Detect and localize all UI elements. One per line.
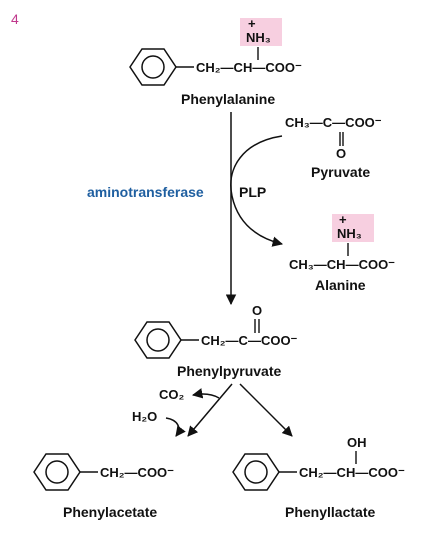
phenyllactate-ring-circle xyxy=(244,460,268,484)
phenylalanine-amino-charge: + xyxy=(248,16,256,31)
phenylacetate-structure: CH₂—COO⁻ Phenylacetate xyxy=(33,453,174,520)
figure-number: 4 xyxy=(11,11,19,27)
phenylacetate-ring-circle xyxy=(45,460,69,484)
alanine-amino-group: NH₃ xyxy=(337,226,362,241)
phenyllactate-hydroxyl: OH xyxy=(347,435,367,450)
pyruvate-structure: CH₃—C—COO⁻ O Pyruvate xyxy=(285,115,382,180)
phenyllactate-benzene-ring xyxy=(232,453,280,491)
phenylpyruvate-carbonyl-oxygen: O xyxy=(252,303,262,318)
alanine-amino-charge: + xyxy=(339,212,347,227)
alanine-label: Alanine xyxy=(315,277,366,293)
h2o-input-arrow xyxy=(165,417,186,437)
phenylalanine-label: Phenylalanine xyxy=(181,91,275,107)
h2o-label: H₂O xyxy=(132,409,157,424)
co2-release-arrow xyxy=(191,388,220,399)
alanine-chain: CH₃—CH—COO⁻ xyxy=(289,257,395,272)
phenylalanine-chain: CH₂—CH—COO⁻ xyxy=(196,60,302,75)
pyruvate-label: Pyruvate xyxy=(311,164,370,180)
phenylpyruvate-structure: O CH₂—C—COO⁻ Phenylpyruvate xyxy=(134,303,298,379)
pyruvate-chain: CH₃—C—COO⁻ xyxy=(285,115,382,130)
phenylpyruvate-chain: CH₂—C—COO⁻ xyxy=(201,333,298,348)
phenyllactate-structure: OH CH₂—CH—COO⁻ Phenyllactate xyxy=(232,435,405,520)
pyruvate-carbonyl-oxygen: O xyxy=(336,146,346,161)
phenylpyruvate-benzene-ring xyxy=(134,321,182,359)
co2-label: CO₂ xyxy=(159,387,185,402)
phenylpyruvate-label: Phenylpyruvate xyxy=(177,363,281,379)
enzyme-label: aminotransferase xyxy=(87,184,204,200)
phenylalanine-amino-highlight xyxy=(240,18,282,46)
branch-arrow-right xyxy=(239,383,293,437)
phenylalanine-amino-group: NH₃ xyxy=(246,30,271,45)
phenylacetate-chain: CH₂—COO⁻ xyxy=(100,465,174,480)
phenyllactate-chain: CH₂—CH—COO⁻ xyxy=(299,465,405,480)
phenylalanine-benzene-ring xyxy=(129,48,177,86)
phenylpyruvate-ring-circle xyxy=(146,328,170,352)
alanine-amino-highlight xyxy=(332,214,374,242)
phenylalanine-structure: + NH₃ CH₂—CH—COO⁻ Phenylalanine xyxy=(129,16,302,107)
alanine-structure: + NH₃ CH₃—CH—COO⁻ Alanine xyxy=(289,212,395,293)
cofactor-label: PLP xyxy=(239,184,266,200)
phenylacetate-benzene-ring xyxy=(33,453,81,491)
phenylacetate-label: Phenylacetate xyxy=(63,504,157,520)
phenyllactate-label: Phenyllactate xyxy=(285,504,375,520)
phenylalanine-ring-circle xyxy=(141,55,165,79)
transamination-curved-arrow xyxy=(230,135,284,247)
branch-arrow-left xyxy=(187,383,233,437)
